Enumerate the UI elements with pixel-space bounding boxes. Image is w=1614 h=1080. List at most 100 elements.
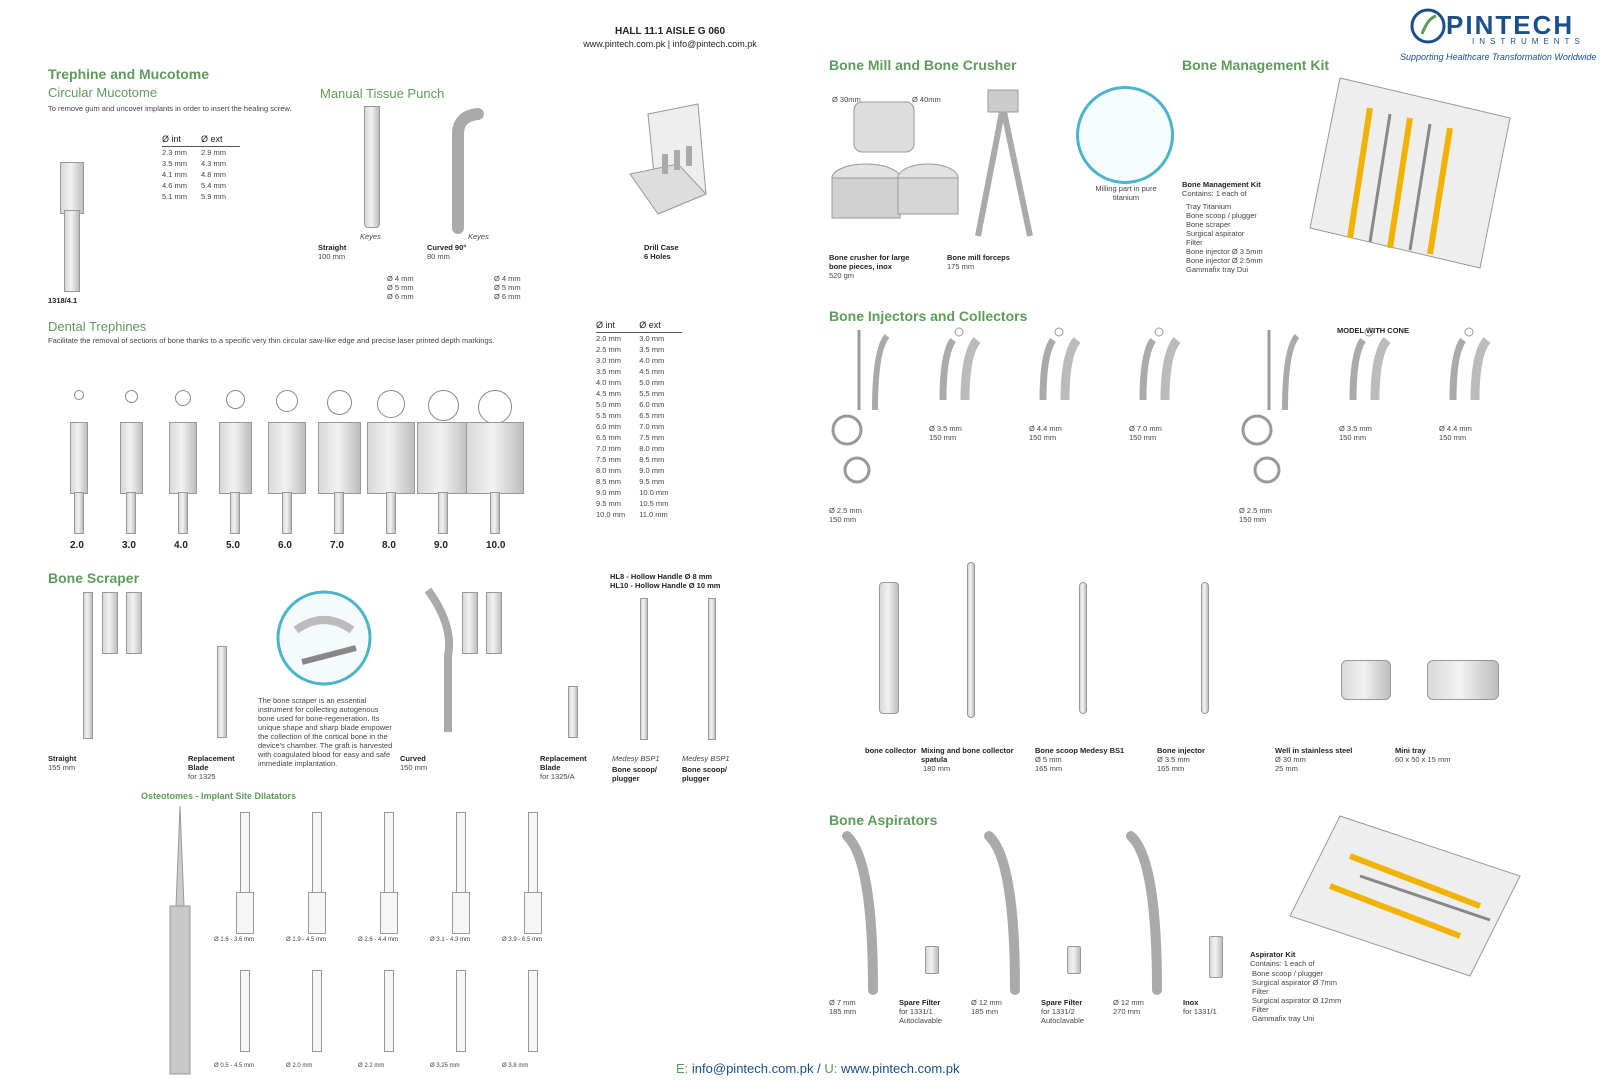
table-row: 4.6 mm 5.4 mm bbox=[162, 180, 240, 191]
osteotome-handle bbox=[524, 892, 542, 934]
scoop-2: Bone scoop/ plugger bbox=[682, 765, 728, 783]
footer-u-label: U: bbox=[824, 1061, 838, 1076]
cell-int: 5.1 mm bbox=[162, 192, 188, 201]
cell-int: 3.5 mm bbox=[596, 367, 622, 376]
keyes-label-2: Keyes bbox=[468, 232, 489, 241]
osteotome-handle bbox=[236, 892, 254, 934]
osteotome-diagram-2 bbox=[528, 970, 538, 1052]
osteotome-label: Ø 2.6 - 4.4 mm bbox=[358, 937, 399, 943]
list-item: Filter bbox=[1252, 1005, 1269, 1014]
bone-scraper-title: Bone Scraper bbox=[48, 570, 140, 586]
header-contact: www.pintech.com.pk | info@pintech.com.pk bbox=[583, 39, 757, 49]
osteotome-label: Ø 1.6 - 3.6 mm bbox=[214, 937, 255, 943]
aspirator-length: for 1331/1 bbox=[1183, 1007, 1217, 1016]
cell-ext: 3.0 mm bbox=[639, 334, 665, 343]
col-ext: Ø ext bbox=[201, 134, 241, 147]
trephine-image bbox=[268, 422, 306, 494]
bone-injector-image bbox=[939, 327, 981, 401]
cell-int: 9.0 mm bbox=[596, 488, 622, 497]
cell-int: 7.5 mm bbox=[596, 455, 622, 464]
list-item: Filter bbox=[1252, 987, 1269, 996]
osteotome-handle bbox=[308, 892, 326, 934]
steel-well-image bbox=[1341, 660, 1391, 700]
collector-name: Mini tray bbox=[1395, 746, 1426, 755]
punch-size: Ø 5 mm bbox=[387, 283, 414, 292]
cell-ext: 7.5 mm bbox=[639, 433, 665, 442]
collector-dim-1: Ø 3.5 mm bbox=[1157, 755, 1190, 764]
mucotome-head bbox=[60, 162, 84, 214]
cell-int: 4.6 mm bbox=[162, 181, 188, 190]
bone-scoop-image bbox=[640, 598, 648, 740]
cell-ext: 8.0 mm bbox=[639, 444, 665, 453]
collector-name: Bone scoop Medesy BS1 bbox=[1035, 746, 1125, 755]
cell-ext: 3.5 mm bbox=[639, 345, 665, 354]
injector-diameter: Ø 7.0 mm bbox=[1129, 424, 1162, 433]
bone-mill-forceps-image bbox=[975, 89, 1033, 237]
bone-kit-title: Bone Management Kit bbox=[1182, 57, 1330, 73]
osteotome-diagram bbox=[528, 812, 538, 894]
cell-ext: 5.0 mm bbox=[639, 378, 665, 387]
trephine-shaft bbox=[386, 492, 396, 534]
cell-ext: 5.4 mm bbox=[201, 181, 227, 190]
collector-name: bone collector bbox=[865, 746, 917, 755]
punch-size: Ø 5 mm bbox=[494, 283, 521, 292]
aspirator-diameter: Ø 7 mm bbox=[829, 998, 856, 1007]
cell-ext: 4.3 mm bbox=[201, 159, 227, 168]
list-item: Surgical aspirator Ø 7mm bbox=[1252, 978, 1338, 987]
collector-image bbox=[1201, 582, 1209, 714]
footer-email[interactable]: info@pintech.com.pk bbox=[691, 1061, 814, 1076]
collector-name: Bone injector bbox=[1157, 746, 1205, 755]
collector-dim-1: 60 x 50 x 15 mm bbox=[1395, 755, 1451, 764]
scraper-curved-head bbox=[486, 592, 502, 654]
scraper-straight: Straight bbox=[48, 754, 77, 763]
list-item: Gammafix tray Dui bbox=[1186, 265, 1249, 274]
aspirator-kit-title: Aspirator Kit bbox=[1250, 950, 1296, 959]
cell-int: 6.5 mm bbox=[596, 433, 622, 442]
brand-tagline: Supporting Healthcare Transformation Wor… bbox=[1400, 52, 1597, 62]
collector-dim-1: Ø 5 mm bbox=[1035, 755, 1062, 764]
scraper-text: The bone scraper is an essential instrum… bbox=[258, 696, 393, 768]
scraper-curved-len: 150 mm bbox=[400, 763, 428, 772]
aspirator-name: Spare Filter bbox=[1041, 998, 1083, 1007]
trephine-size-label: 9.0 bbox=[434, 540, 448, 551]
osteotome-diagram bbox=[456, 812, 466, 894]
osteotome-diagram-2 bbox=[312, 970, 322, 1052]
injector-length: 150 mm bbox=[1339, 433, 1367, 442]
footer-url[interactable]: www.pintech.com.pk bbox=[841, 1061, 960, 1076]
injector-length: 150 mm bbox=[929, 433, 957, 442]
cell-ext: 6.5 mm bbox=[639, 411, 665, 420]
brand-sub: INSTRUMENTS bbox=[1472, 37, 1585, 46]
mucotome-code: 1318/4.1 bbox=[48, 296, 78, 305]
list-item: Bone scoop / plugger bbox=[1186, 211, 1257, 220]
bone-crusher: Bone crusher for large bone pieces, inox bbox=[829, 253, 910, 271]
brand-name: PINTECH bbox=[1446, 10, 1575, 40]
mill-d1: Ø 30mm bbox=[832, 95, 861, 104]
mucotome-desc: To remove gum and uncover implants in or… bbox=[48, 104, 292, 113]
bone-aspirator-image bbox=[1126, 831, 1162, 995]
cell-ext: 4.0 mm bbox=[639, 356, 665, 365]
trephine-image bbox=[218, 422, 252, 494]
hl8: HL8 - Hollow Handle Ø 8 mm bbox=[610, 572, 713, 581]
cell-ext: 10.5 mm bbox=[639, 499, 669, 508]
collector-image bbox=[1079, 582, 1087, 714]
osteotome-diagram bbox=[384, 812, 394, 894]
trephine-ring-icon bbox=[478, 390, 512, 424]
trephine-ring-icon bbox=[427, 390, 459, 421]
aspirator-note: Autoclavable bbox=[1041, 1016, 1084, 1025]
bone-crusher-image bbox=[831, 101, 959, 219]
scraper-curved-head bbox=[462, 592, 478, 654]
curved-punch-image bbox=[452, 108, 484, 234]
punch-curved: Curved 90° bbox=[427, 243, 467, 252]
injector-length: 150 mm bbox=[1029, 433, 1057, 442]
footer: E: info@pintech.com.pk / U: www.pintech.… bbox=[676, 1061, 960, 1076]
injectors-title: Bone Injectors and Collectors bbox=[829, 308, 1028, 324]
cell-int: 8.0 mm bbox=[596, 466, 622, 475]
list-item: Bone injector Ø 2.5mm bbox=[1186, 256, 1263, 265]
